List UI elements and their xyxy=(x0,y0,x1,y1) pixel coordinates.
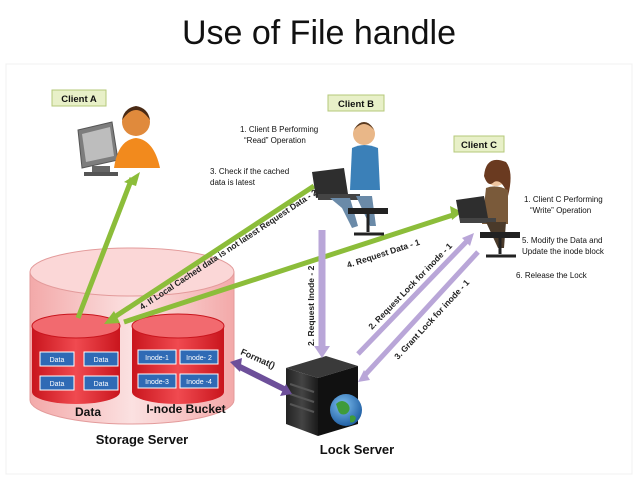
inode-bucket-label: I-node Bucket xyxy=(146,402,225,416)
inode-cell-label: Inode-3 xyxy=(145,379,169,386)
inode-cell-label: Inode- 2 xyxy=(186,355,212,362)
avatar xyxy=(353,123,375,145)
data-cell xyxy=(83,351,119,367)
client-c-step1-line1: 1. Client C Performing xyxy=(524,195,603,204)
client-a-label: Client A xyxy=(61,94,97,105)
inode-cylinder: Inode-1 Inode- 2 Inode-3 Inode -4 xyxy=(131,313,225,404)
data-cell xyxy=(83,375,119,391)
data-cylinder: Data Data Data Data xyxy=(31,313,121,404)
client-b-step1-line1: 1. Client B Performing xyxy=(240,125,318,134)
data-label: Data xyxy=(75,405,101,419)
data-cell-label: Data xyxy=(94,357,109,364)
client-b: Client B 1. Client B Performing “Read” O… xyxy=(210,94,388,236)
client-c: Client C 1. Client C Performing “Write” … xyxy=(453,135,605,280)
client-b-label: Client B xyxy=(338,99,374,110)
inode-cell-label: Inode-1 xyxy=(145,355,169,362)
page-title: Use of File handle xyxy=(181,14,457,52)
lock-server-label: Lock Server xyxy=(320,442,394,457)
avatar xyxy=(122,108,150,136)
data-cell-label: Data xyxy=(94,381,109,388)
data-cell xyxy=(39,351,75,367)
arrow-request-inode-2: 2. Request Inode - 2 xyxy=(306,230,330,358)
data-cell-label: Data xyxy=(50,381,65,388)
client-c-step6: 6. Release the Lock xyxy=(516,271,588,280)
data-cell-label: Data xyxy=(50,357,65,364)
arrow-client-a-data xyxy=(75,172,140,319)
client-b-step3-line2: data is latest xyxy=(210,178,256,187)
inode-cell-label: Inode -4 xyxy=(186,379,212,386)
client-b-step1-line2: “Read” Operation xyxy=(244,136,306,145)
request-inode-2-label: 2. Request Inode - 2 xyxy=(306,265,316,346)
client-a: Client A xyxy=(51,89,160,176)
lock-server: Lock Server xyxy=(286,356,394,457)
client-c-step5-line2: Update the inode block xyxy=(522,247,605,256)
storage-server: Data Data Data Data Inode-1 Inode- 2 Ino… xyxy=(29,247,235,447)
storage-server-label: Storage Server xyxy=(96,432,189,447)
client-c-label: Client C xyxy=(461,140,497,151)
data-cell xyxy=(39,375,75,391)
client-b-step3-line1: 3. Check if the cached xyxy=(210,167,289,176)
client-c-step5-line1: 5. Modify the Data and xyxy=(522,236,603,245)
client-c-step1-line2: “Write” Operation xyxy=(530,206,591,215)
